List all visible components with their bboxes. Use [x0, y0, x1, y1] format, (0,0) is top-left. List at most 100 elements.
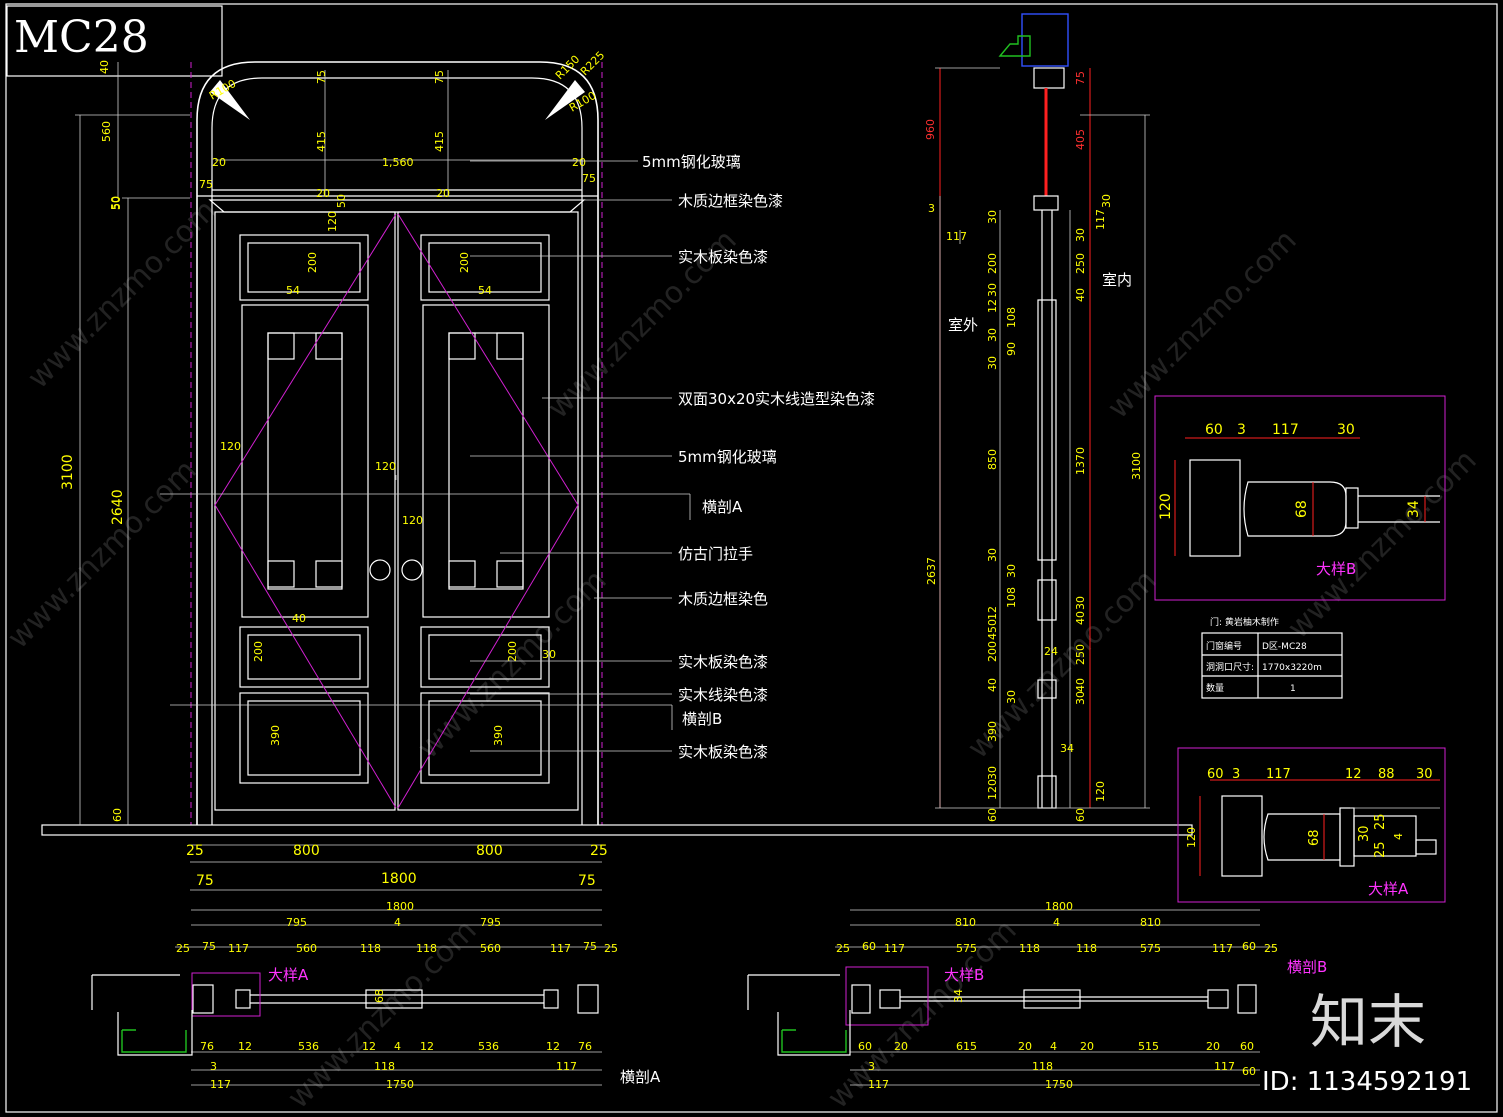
section-labels: 室外 室内 960 3 117 30 200 30 12 108 30 90 3… [924, 71, 1143, 822]
dim-label: 108 [1005, 587, 1018, 608]
dim-label: 40 [986, 678, 999, 692]
dim-label: 118 [1032, 1060, 1053, 1073]
drawing-border [5, 3, 1498, 1113]
dim-label: 120 [402, 514, 423, 527]
dim-label: 34 [1406, 500, 1422, 518]
dim-label: 54 [478, 284, 492, 297]
dim-label: R150 [553, 53, 582, 82]
dim-label: 75 [582, 172, 596, 185]
dim-label: 575 [1140, 942, 1161, 955]
dim-label: 200 [986, 641, 999, 662]
dim-label: 120 [375, 460, 396, 473]
dim-label: 1370 [1074, 447, 1087, 475]
dim-label: R225 [578, 49, 607, 78]
callout-label: 5mm钢化玻璃 [642, 153, 741, 171]
dim-label: 117 [550, 942, 571, 955]
info-table-label: 洞洞口尺寸: [1206, 661, 1254, 673]
dim-label: 30 [1416, 767, 1433, 782]
dim-label: 60 [1205, 422, 1223, 438]
dim-label: 200 [986, 253, 999, 274]
dim-label: 75 [433, 70, 446, 84]
dim-label: 30 [1357, 825, 1372, 842]
dim-label: 1800 [381, 871, 417, 887]
dim-label: 118 [416, 942, 437, 955]
dim-label: 75 [315, 70, 328, 84]
info-table: 门: 黄岩柚木制作 门窗编号 D区-MC28 洞洞口尺寸: 1770x3220m… [1201, 616, 1343, 699]
dim-label: 118 [360, 942, 381, 955]
dim-label: 75 [196, 873, 214, 889]
dim-label: 117 [868, 1078, 889, 1091]
dim-label: 108 [1005, 307, 1018, 328]
dim-label: 960 [924, 119, 937, 140]
dim-label: 60 [1242, 940, 1256, 953]
section-outside-label: 室外 [948, 316, 978, 334]
dim-label: 4 [394, 916, 401, 929]
callout-label: 木质边框染色漆 [678, 192, 783, 210]
callout-label: 仿古门拉手 [678, 545, 753, 563]
dim-label: 20 [436, 187, 450, 200]
dim-label: 117 [228, 942, 249, 955]
dim-label: 12 [986, 606, 999, 620]
dim-label: 390 [492, 725, 505, 746]
detail-b-title: 大样B [1316, 560, 1356, 578]
callout-label: 实木线染色漆 [678, 686, 768, 704]
dim-label: 25 [176, 942, 190, 955]
vertical-section [935, 13, 1150, 809]
dim-label: 25 [604, 942, 618, 955]
dim-label: 40 [98, 60, 111, 74]
dim-label: 20 [1080, 1040, 1094, 1053]
dim-label: 2637 [925, 557, 938, 585]
dim-label: 4 [1392, 833, 1405, 840]
callout-label: 横剖B [682, 710, 722, 728]
dim-label: 250 [1074, 644, 1087, 665]
dim-label: 450 [986, 619, 999, 640]
dim-label: 68 [373, 989, 386, 1003]
dim-label: 117 [1094, 209, 1107, 230]
dim-label: 117 [884, 942, 905, 955]
dim-label: 40 [292, 612, 306, 625]
dim-label: 810 [955, 916, 976, 929]
dim-label: 117 [1214, 1060, 1235, 1073]
plan-b-title: 横剖B [1287, 958, 1327, 976]
dim-label: 30 [542, 648, 556, 661]
drawing-code: MC28 [14, 12, 149, 63]
dim-label: 117 [210, 1078, 231, 1091]
dim-label: 117 [1266, 767, 1291, 782]
dim-label: 20 [572, 156, 586, 169]
dim-label: 50 [109, 196, 122, 210]
dim-label: 20 [894, 1040, 908, 1053]
dim-label: 536 [478, 1040, 499, 1053]
dim-label: 415 [315, 131, 328, 152]
callout-label: 实木板染色漆 [678, 248, 768, 266]
dim-label: 60 [1240, 1040, 1254, 1053]
dim-label: 60 [1242, 1065, 1256, 1078]
plan-a-detail-label: 大样A [268, 966, 309, 984]
dim-label: 850 [986, 449, 999, 470]
dim-label: 30 [986, 210, 999, 224]
plan-b: 大样B 横剖B 1800 810 4 810 25 60 117 575 118… [747, 900, 1327, 1091]
dim-label: 60 [986, 808, 999, 822]
dim-label: 810 [1140, 916, 1161, 929]
dim-label: 40 [1074, 288, 1087, 302]
dim-label: 560 [296, 942, 317, 955]
dim-label: 120 [220, 440, 241, 453]
dim-label: 60 [111, 808, 124, 822]
info-table-value: D区-MC28 [1262, 641, 1307, 652]
dim-label: 25 [836, 942, 850, 955]
dim-label: 25 [1373, 813, 1388, 830]
dim-label: 2640 [110, 489, 126, 525]
dim-label: 200 [252, 641, 265, 662]
dim-label: 68 [1294, 500, 1310, 518]
dim-label: 1750 [1045, 1078, 1073, 1091]
dim-label: 34 [1060, 742, 1074, 755]
dim-label: 25 [1373, 841, 1388, 858]
dim-label: 12 [420, 1040, 434, 1053]
dim-label: 68 [1307, 829, 1322, 846]
callout-label: 横剖A [702, 498, 743, 516]
dim-label: 1800 [1045, 900, 1073, 913]
dim-label: 4 [394, 1040, 401, 1053]
dim-label: 3100 [60, 454, 76, 490]
dim-label: 12 [986, 299, 999, 313]
plan-a-title: 横剖A [620, 1068, 661, 1086]
